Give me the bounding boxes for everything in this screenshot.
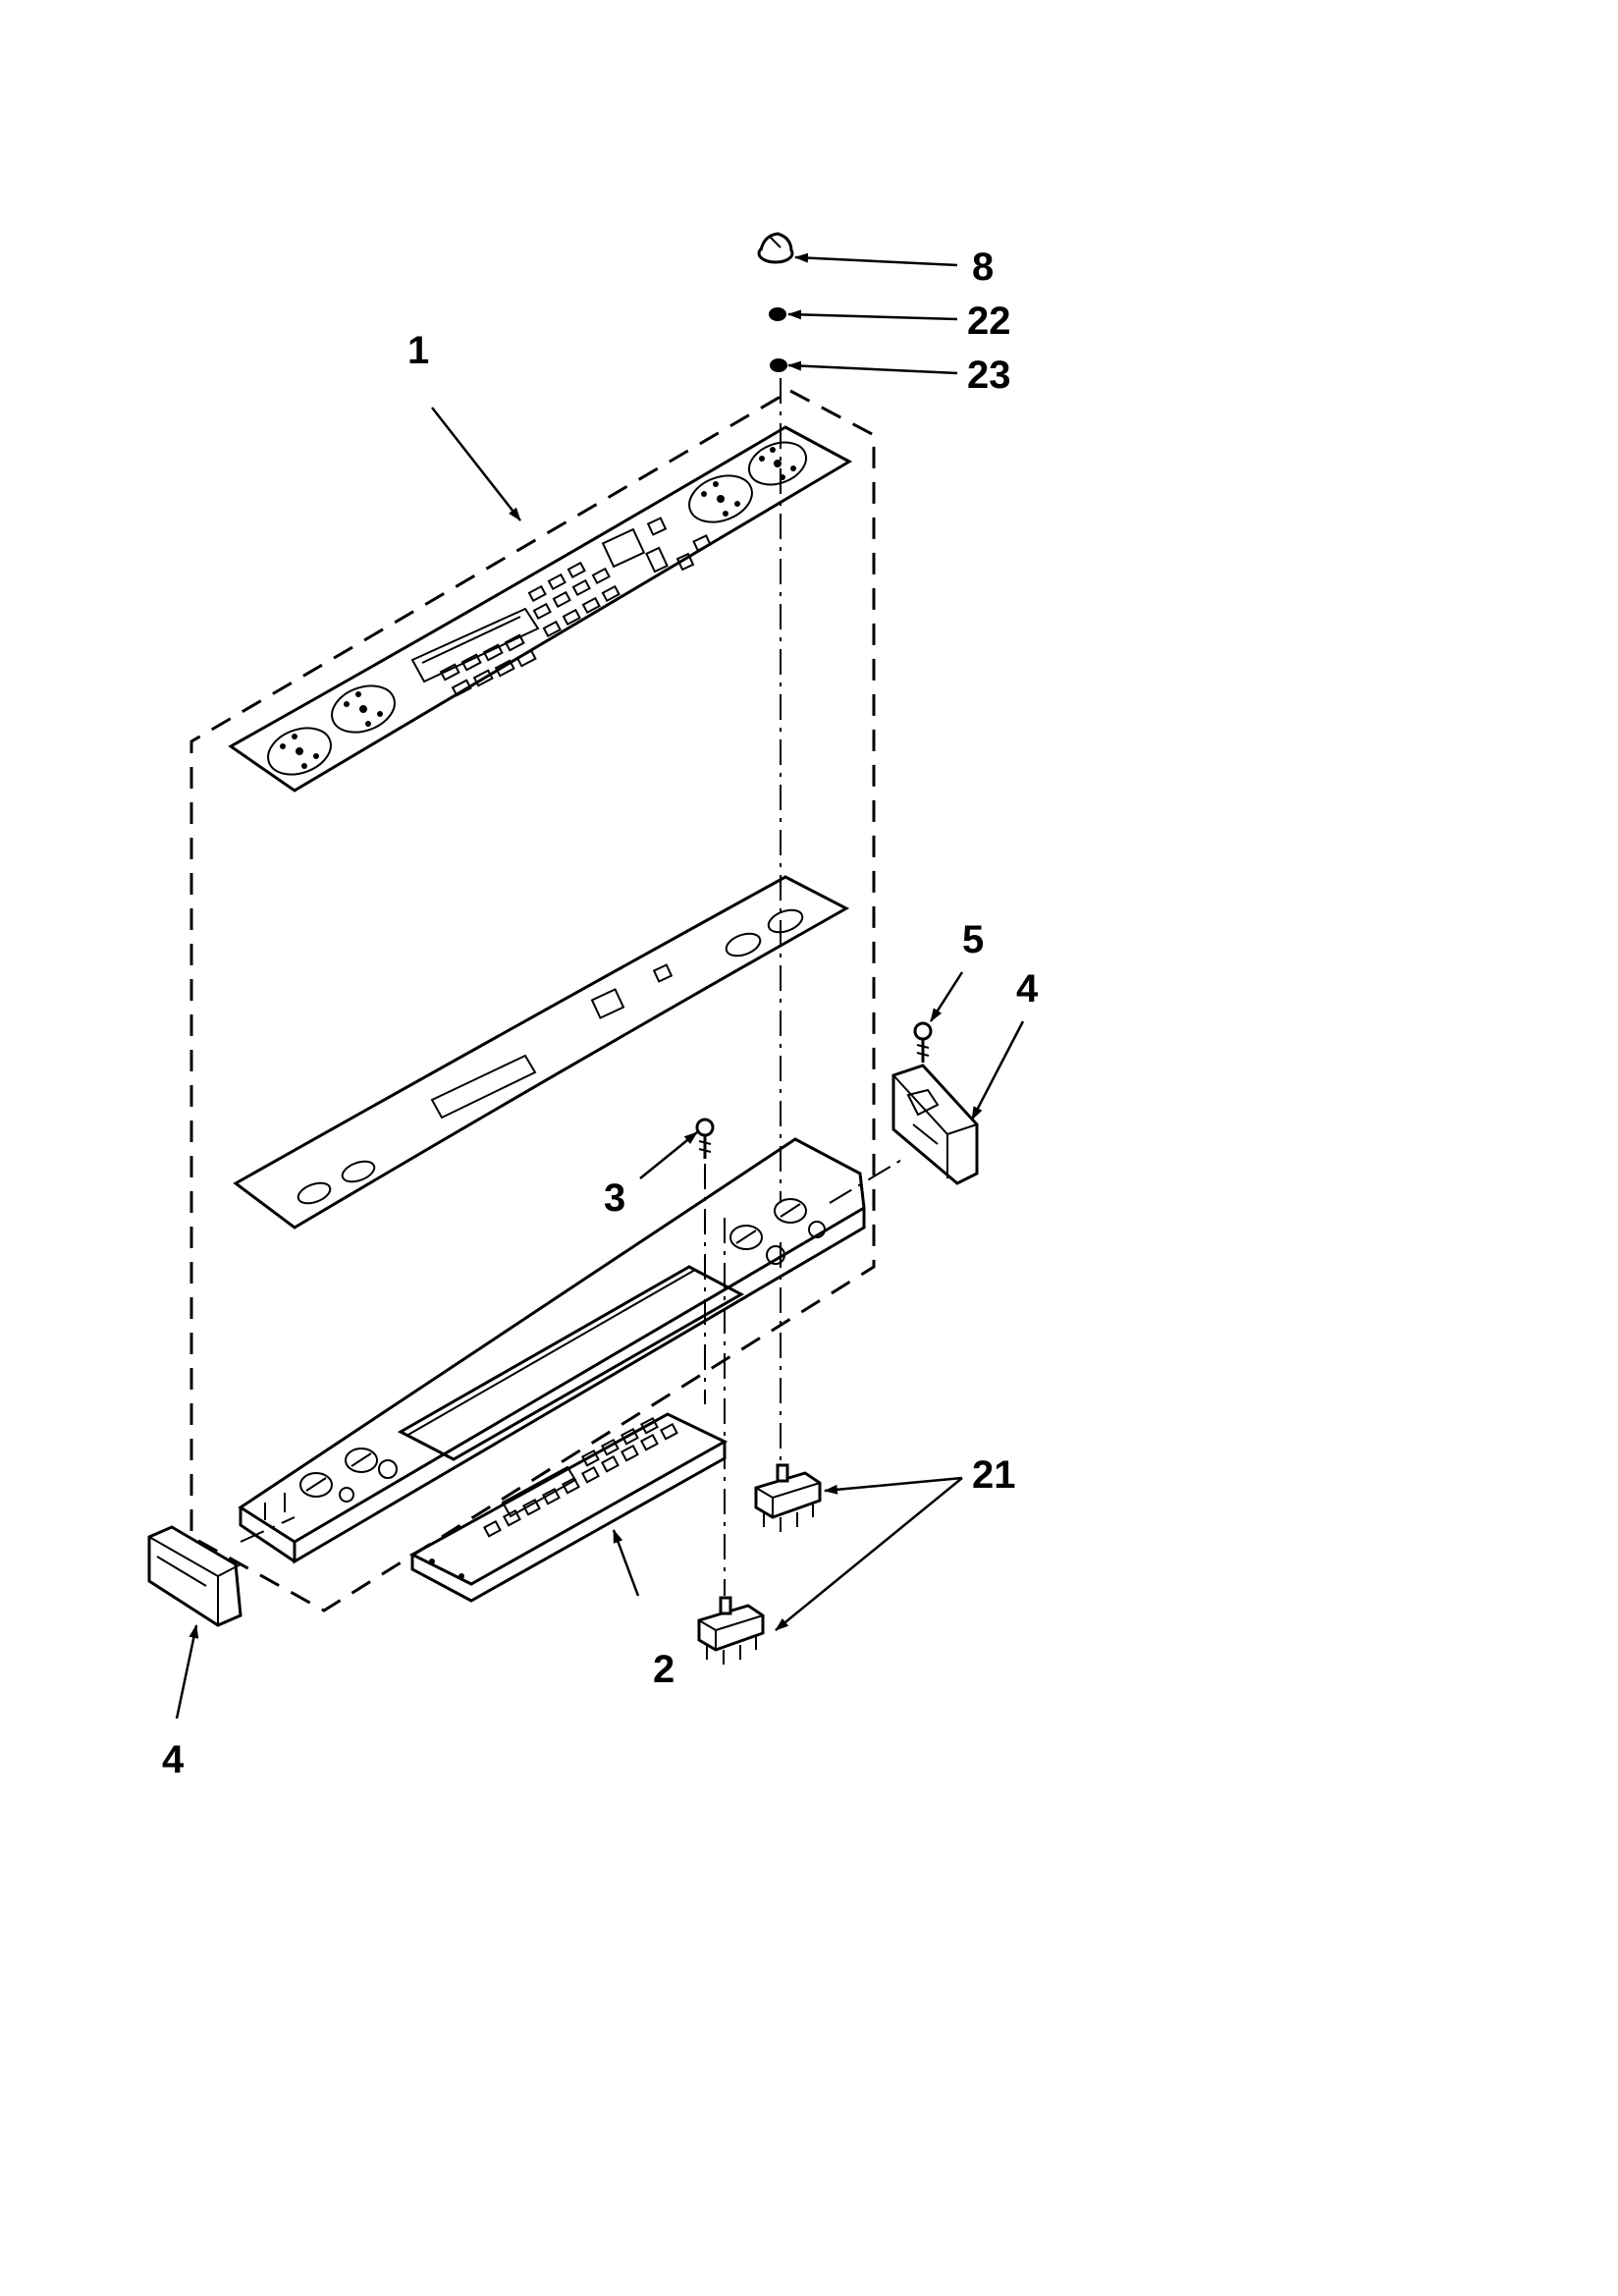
callout-end-cap-right: 4 — [1016, 967, 1039, 1011]
callout-knob: 8 — [972, 246, 994, 289]
end-cap-right — [891, 1064, 979, 1185]
screw-right — [913, 1021, 933, 1063]
callout-switches: 21 — [972, 1453, 1016, 1497]
screw-left — [695, 1118, 715, 1159]
end-cap-left — [147, 1525, 243, 1627]
callout-spring: 22 — [967, 300, 1011, 343]
callout-screw-left: 3 — [604, 1176, 625, 1220]
console-frame — [238, 1137, 866, 1564]
knob-spring — [769, 307, 786, 321]
control-board — [408, 1412, 728, 1603]
knob-washer — [770, 358, 787, 372]
callout-screw-right: 5 — [962, 918, 984, 961]
control-panel-overlay — [228, 425, 853, 793]
assembly-boundary — [189, 389, 876, 1613]
membrane-layer — [233, 875, 850, 1230]
switch-lower — [697, 1596, 765, 1665]
knob — [757, 232, 794, 264]
switch-upper — [754, 1463, 822, 1532]
callout-washer: 23 — [967, 354, 1011, 397]
callout-console-assembly: 1 — [407, 329, 429, 372]
callout-end-cap-left: 4 — [162, 1738, 185, 1781]
callout-control-board: 2 — [653, 1648, 674, 1691]
